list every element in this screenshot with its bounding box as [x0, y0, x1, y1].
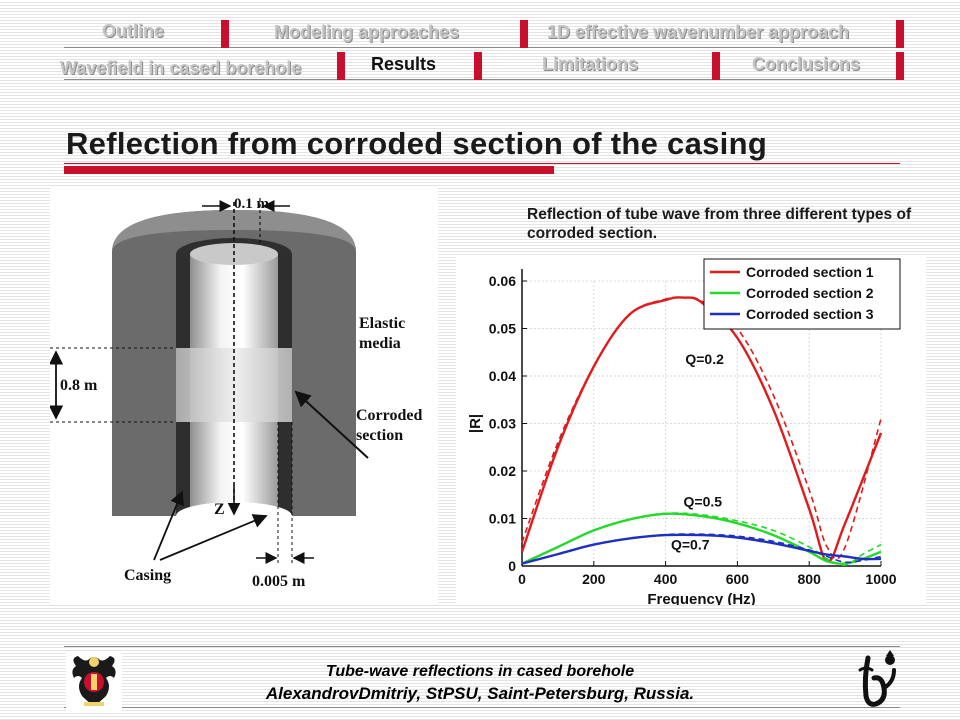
series-2-q-annotation: Q=0.5 — [684, 494, 723, 510]
nav-results[interactable]: Results — [371, 54, 437, 74]
chart-axes: 0 0.01 0.02 0.03 0.04 0.05 0.06 0 200 400 600 800 10… — [467, 269, 897, 608]
faculty-logo — [846, 648, 904, 710]
y-tick-label: 0.06 — [489, 273, 516, 289]
elastic-media-label-1: Elastic — [359, 315, 405, 332]
section-navigation: Outline Modeling approaches 1D effective… — [0, 0, 960, 90]
nav-conclusions[interactable]: Conclusions — [752, 54, 861, 74]
casing-label: Casing — [124, 567, 171, 584]
x-tick-label: 400 — [654, 571, 678, 587]
casing-pointer — [159, 514, 268, 561]
diagram-bottom — [112, 516, 356, 546]
title-underline — [64, 163, 900, 164]
x-tick-label: 600 — [726, 571, 750, 587]
elastic-media-top — [112, 210, 356, 252]
nav-divider-bottom — [64, 79, 900, 80]
corroded-section-pointer — [294, 390, 369, 459]
x-tick-label: 800 — [798, 571, 822, 587]
footer-rule-top — [64, 646, 900, 647]
legend-label-3: Corroded section 3 — [746, 306, 874, 322]
nav-separator — [337, 52, 345, 80]
series-1-dashed-line — [521, 296, 882, 560]
reflection-chart-svg: 0 0.01 0.02 0.03 0.04 0.05 0.06 0 200 400 600 800 10… — [467, 258, 901, 608]
university-crest-logo — [66, 652, 122, 712]
series-3-line — [521, 533, 882, 565]
elastic-media-label-2: media — [359, 335, 401, 352]
y-tick-label: 0.03 — [489, 416, 516, 432]
footer-title: Tube-wave reflections in cased borehole — [325, 663, 635, 680]
logo-icon — [858, 650, 896, 707]
nav-separator — [520, 20, 528, 48]
slide-title: Reflection from corroded section of the … — [66, 126, 768, 161]
nav-1d-effective-wavenumber[interactable]: 1D effective wavenumber approach — [547, 22, 850, 42]
x-tick-label: 1000 — [865, 571, 896, 587]
borehole-diagram-svg: 0.1 m 0.8 m Elastic media Corroded secti… — [48, 196, 422, 590]
series-1-q-annotation: Q=0.2 — [685, 351, 724, 367]
footer-rule-bottom — [64, 707, 900, 708]
casing-pointer — [153, 490, 184, 561]
top-width-label: 0.1 m — [234, 196, 270, 212]
series-1-line — [520, 296, 883, 563]
nav-limitations[interactable]: Limitations — [542, 54, 639, 74]
chart-caption: Reflection of tube wave from three diffe… — [527, 206, 912, 242]
y-tick-label: 0.02 — [489, 463, 516, 479]
nav-wavefield-cased-borehole[interactable]: Wavefield in cased borehole — [60, 58, 302, 78]
height-label: 0.8 m — [60, 377, 98, 394]
chart-series — [520, 296, 883, 566]
reflection-chart: 0 0.01 0.02 0.03 0.04 0.05 0.06 0 200 400 600 800 10… — [456, 255, 926, 608]
x-axis-label: Frequency (Hz) — [647, 591, 755, 605]
series-2-line — [521, 512, 882, 565]
y-tick-label: 0.01 — [489, 511, 516, 527]
nav-divider-top — [64, 47, 900, 48]
nav-separator — [712, 52, 720, 80]
x-tick-label: 200 — [582, 571, 606, 587]
nav-outline[interactable]: Outline — [102, 21, 164, 41]
y-tick-label: 0.04 — [489, 368, 516, 384]
nav-separator — [474, 52, 482, 80]
title-accent-bar — [64, 166, 554, 174]
footer-author: AlexandrovDmitriy, StPSU, Saint-Petersbu… — [265, 684, 695, 703]
nav-separator — [221, 20, 229, 48]
y-tick-label: 0 — [508, 558, 516, 574]
nav-separator — [896, 52, 904, 80]
chart-legend: Corroded section 1 Corroded section 2 Corr… — [703, 258, 901, 330]
borehole-diagram: 0.1 m 0.8 m Elastic media Corroded secti… — [48, 186, 438, 604]
series-2-dashed-line — [521, 512, 882, 566]
legend-label-2: Corroded section 2 — [746, 285, 874, 301]
legend-label-1: Corroded section 1 — [746, 264, 874, 280]
y-axis-label: |R| — [467, 414, 484, 433]
series-3-q-annotation: Q=0.7 — [671, 536, 710, 552]
corroded-section-label-2: section — [356, 427, 403, 444]
nav-modeling-approaches[interactable]: Modeling approaches — [274, 22, 460, 42]
y-tick-label: 0.05 — [489, 321, 516, 337]
x-tick-label: 0 — [518, 571, 526, 587]
chart-annotations: Q=0.2Q=0.5Q=0.7 — [671, 351, 724, 552]
thickness-label: 0.005 m — [252, 573, 306, 590]
corroded-section-label-1: Corroded — [356, 407, 422, 424]
nav-separator — [896, 20, 904, 48]
z-axis-label: Z — [214, 501, 225, 518]
crest-icon — [72, 656, 116, 706]
